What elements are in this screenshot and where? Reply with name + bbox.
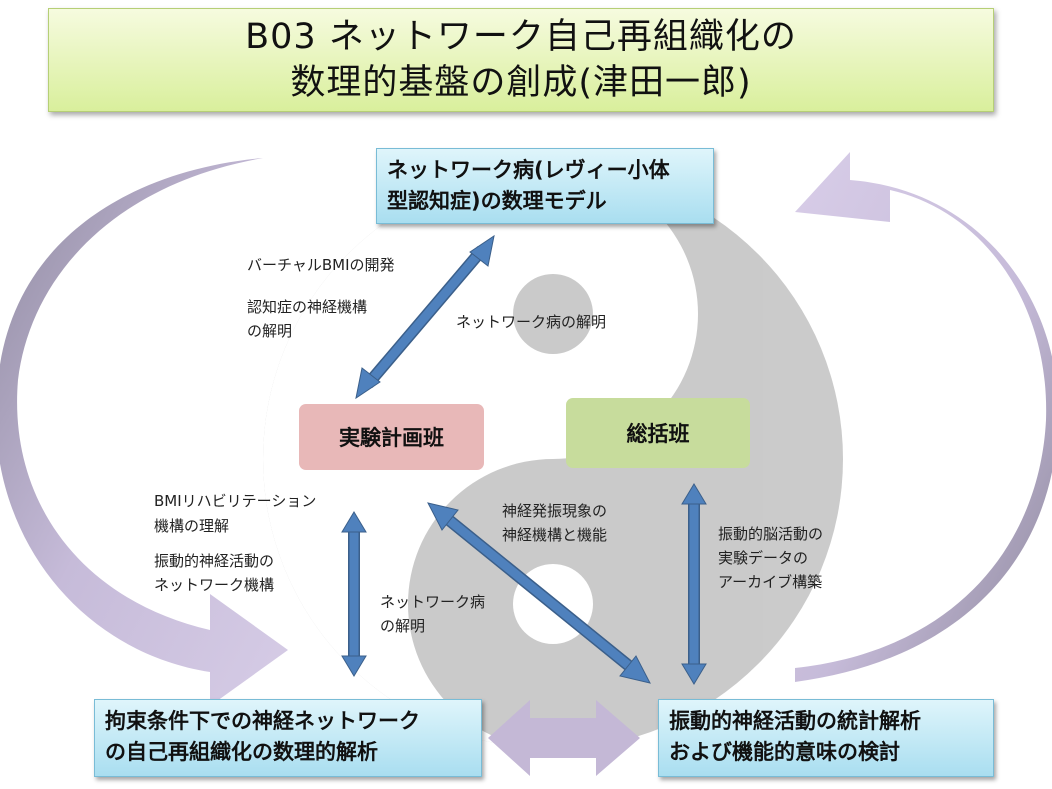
dementia-label-2: の解明 <box>247 322 293 340</box>
bottom-left-box-line-1: 拘束条件下での神経ネットワーク <box>105 709 420 733</box>
top-box-line-1: ネットワーク病(レヴィー小体 <box>387 158 670 182</box>
bottom-right-box-line-1: 振動的神経活動の統計解析 <box>669 709 921 733</box>
experiment-team-box: 実験計画班 <box>299 404 484 470</box>
oscillatory-activity-analysis-box: 振動的神経活動の統計解析 および機能的意味の検討 <box>658 699 994 777</box>
arrow-general-to-bottom-right <box>681 483 707 685</box>
bmi-rehab-label-1: BMIリハビリテーション <box>154 492 317 510</box>
top-box-line-2: 型認知症)の数理モデル <box>387 189 607 213</box>
network-disease-mid-label-1: ネットワーク病 <box>380 593 486 611</box>
right-cycle-arrow <box>795 152 1052 682</box>
title-box: B03 ネットワーク自己再組織化の 数理的基盤の創成(津田一郎) <box>48 8 994 112</box>
bottom-double-arrow <box>488 700 640 776</box>
arrow-top-to-experiment <box>355 234 495 400</box>
network-disease-top-label: ネットワーク病の解明 <box>456 313 607 331</box>
oscillatory-label-1: 振動的神経活動の <box>154 552 275 570</box>
title-line-2: 数理的基盤の創成(津田一郎) <box>290 63 752 103</box>
network-disease-mid-label-2: の解明 <box>380 617 426 635</box>
general-team-box: 総括班 <box>566 398 750 468</box>
arrow-experiment-to-bottom-right <box>427 502 651 684</box>
bmi-rehab-label-2: 機構の理解 <box>154 517 230 535</box>
archive-label-2: 実験データの <box>718 549 809 567</box>
title-line-1: B03 ネットワーク自己再組織化の <box>245 17 797 57</box>
oscillatory-label-2: ネットワーク機構 <box>154 576 275 594</box>
network-disease-model-box: ネットワーク病(レヴィー小体 型認知症)の数理モデル <box>376 148 714 224</box>
oscillation-label-2: 神経機構と機能 <box>502 526 608 544</box>
self-reorganization-analysis-box: 拘束条件下での神経ネットワーク の自己再組織化の数理的解析 <box>94 699 482 777</box>
oscillation-label-1: 神経発振現象の <box>502 502 608 520</box>
left-cycle-arrow <box>0 158 288 706</box>
bottom-right-box-line-2: および機能的意味の検討 <box>669 740 900 764</box>
virtual-bmi-label: バーチャルBMIの開発 <box>247 256 395 274</box>
arrow-experiment-to-bottom-left <box>341 511 367 677</box>
archive-label-3: アーカイブ構築 <box>718 573 823 591</box>
bottom-left-box-line-2: の自己再組織化の数理的解析 <box>105 740 378 764</box>
archive-label-1: 振動的脳活動の <box>718 525 824 543</box>
dementia-label-1: 認知症の神経機構 <box>247 298 368 316</box>
